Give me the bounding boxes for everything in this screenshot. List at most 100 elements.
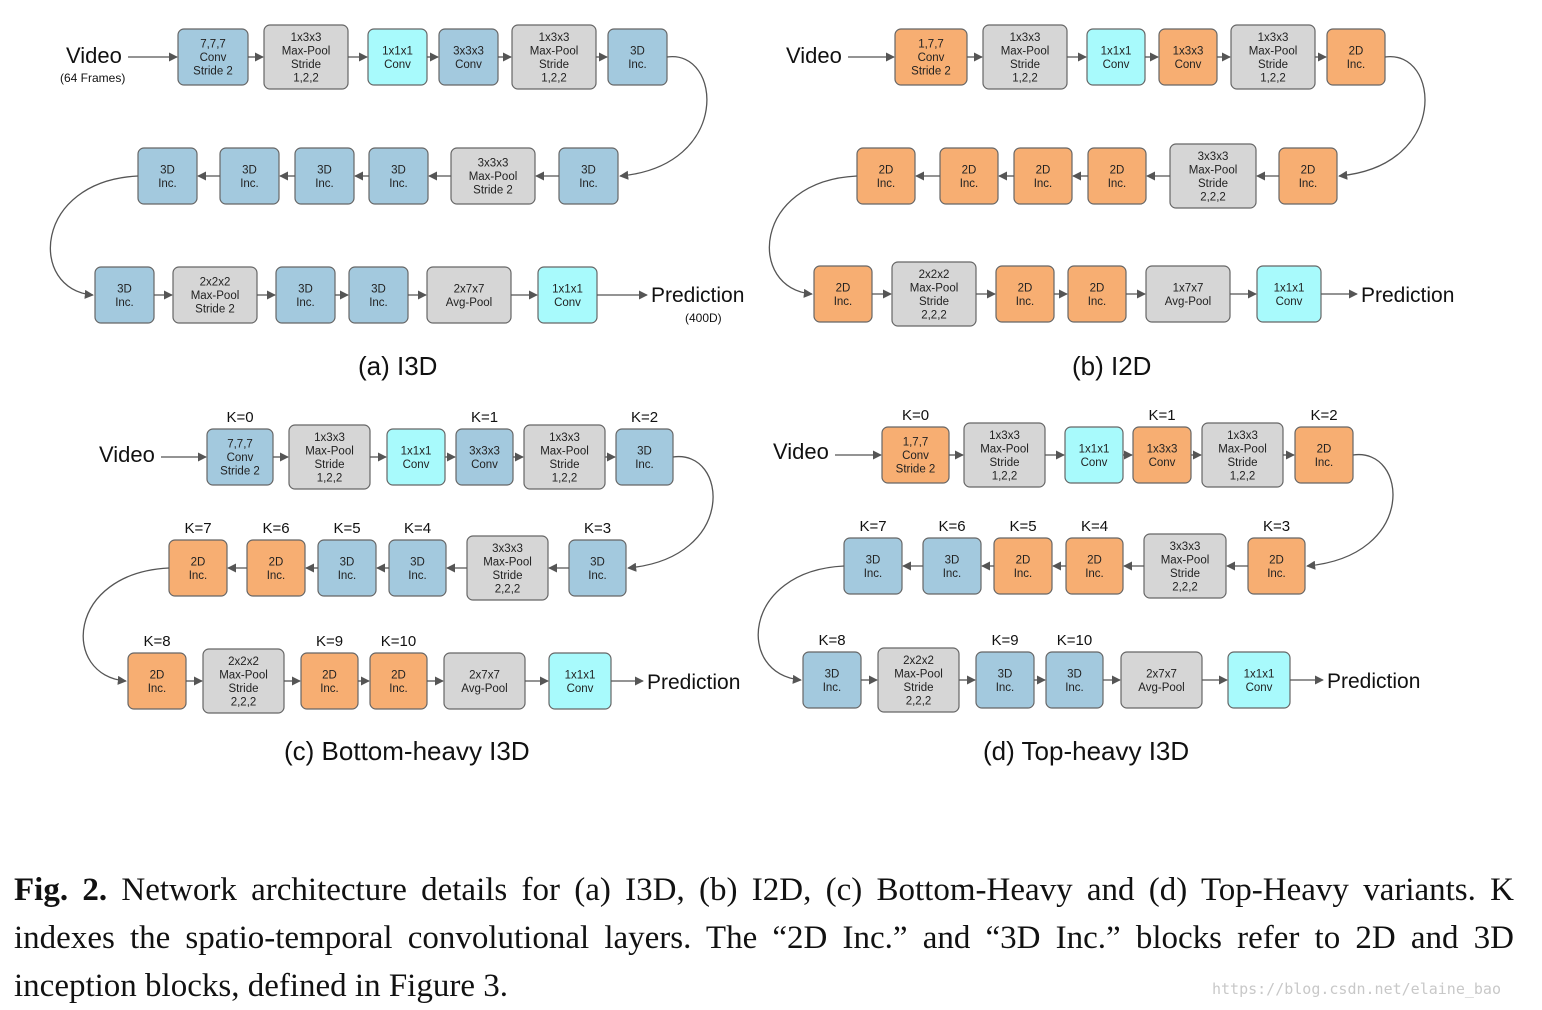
block-text: 2D <box>391 669 406 681</box>
block-text: 1x1x1 <box>1244 668 1275 680</box>
k-index-label: K=6 <box>938 518 965 535</box>
block-text: 2D <box>1110 164 1125 176</box>
block-text: Inc. <box>1065 682 1084 694</box>
k-index-label: K=3 <box>1263 518 1290 535</box>
block-text: 1x1x1 <box>401 445 432 457</box>
block-text: Inc. <box>320 683 339 695</box>
block-text: Stride <box>314 459 344 471</box>
block-text: Inc. <box>296 297 315 309</box>
block-text: 1x3x3 <box>1258 32 1289 44</box>
block-text: Inc. <box>877 178 896 190</box>
k-index-label: K=2 <box>631 409 658 426</box>
block-text: Inc. <box>1088 296 1107 308</box>
block-text: Stride <box>1198 178 1228 190</box>
block-text: Inc. <box>148 683 167 695</box>
block-text: 2D <box>322 669 337 681</box>
output-label: Prediction <box>1361 284 1454 307</box>
block-text: 2D <box>962 164 977 176</box>
block-text: 1x1x1 <box>565 669 596 681</box>
k-index-label: K=4 <box>1081 518 1108 535</box>
block-text: 7,7,7 <box>200 39 226 51</box>
input-label: Video <box>773 439 829 464</box>
block-text: 2,2,2 <box>906 695 932 707</box>
block-text: 2D <box>1349 45 1364 57</box>
block-text: Inc. <box>158 178 177 190</box>
block-text: 2D <box>150 669 165 681</box>
block-text: 1,2,2 <box>541 72 567 84</box>
block-text: 3D <box>581 164 596 176</box>
block-text: Inc. <box>635 459 654 471</box>
block-text: 2x7x7 <box>469 669 500 681</box>
row-connector-arrow <box>627 456 714 572</box>
block-text: 3x3x3 <box>492 543 523 555</box>
block-text: Max-Pool <box>1189 164 1238 176</box>
block-text: 1,2,2 <box>293 72 319 84</box>
k-index-label: K=4 <box>404 520 431 537</box>
block-text: Avg-Pool <box>461 683 507 695</box>
block-text: 1x3x3 <box>314 432 345 444</box>
output-sublabel: (400D) <box>685 311 722 325</box>
block-text: Inc. <box>389 683 408 695</box>
block-text: 3D <box>371 283 386 295</box>
block-text: Inc. <box>1034 178 1053 190</box>
k-index-label: K=7 <box>859 518 886 535</box>
block-text: Inc. <box>588 570 607 582</box>
block-text: 3x3x3 <box>469 445 500 457</box>
block-text: Avg-Pool <box>1138 682 1184 694</box>
block-text: 3D <box>998 668 1013 680</box>
block-text: 2D <box>1036 164 1051 176</box>
block-text: 3D <box>825 668 840 680</box>
block-text: 1,7,7 <box>918 39 944 51</box>
block-text: Inc. <box>389 178 408 190</box>
output-label: Prediction <box>1327 670 1420 693</box>
block-text: 2x2x2 <box>200 277 231 289</box>
k-index-label: K=0 <box>226 409 253 426</box>
block-text: 1,2,2 <box>552 472 578 484</box>
block-text: Inc. <box>1315 457 1334 469</box>
block-text: Max-Pool <box>219 669 268 681</box>
block-text: 2D <box>1301 164 1316 176</box>
block-text: Max-Pool <box>483 556 532 568</box>
block-text: Max-Pool <box>1001 45 1050 57</box>
block-text: 2x2x2 <box>903 655 934 667</box>
block-text: Conv <box>200 52 227 64</box>
caption-text: Network architecture details for (a) I3D… <box>14 872 1515 1004</box>
block-text: Inc. <box>1108 178 1127 190</box>
row-connector-arrow <box>1338 56 1426 180</box>
k-index-label: K=10 <box>381 633 416 650</box>
block-text: 1x1x1 <box>1274 282 1305 294</box>
panel-label: (a) I3D <box>358 351 437 381</box>
block-text: Stride <box>919 296 949 308</box>
k-index-label: K=2 <box>1310 407 1337 424</box>
row-connector-arrow <box>768 175 858 298</box>
row-connector-arrow <box>49 175 139 299</box>
block-text: Stride 2 <box>220 466 260 478</box>
block-text: Max-Pool <box>191 290 240 302</box>
block-text: Stride <box>539 59 569 71</box>
block-text: Inc. <box>864 568 883 580</box>
k-index-label: K=10 <box>1057 632 1092 649</box>
output-label: Prediction <box>647 671 740 694</box>
k-index-label: K=8 <box>818 632 845 649</box>
block-text: 1,7,7 <box>903 437 929 449</box>
block-b-1-2: 2D Inc. <box>1013 147 1073 205</box>
block-c-2-3: 2D Inc. <box>369 652 428 710</box>
block-text: Inc. <box>960 178 979 190</box>
